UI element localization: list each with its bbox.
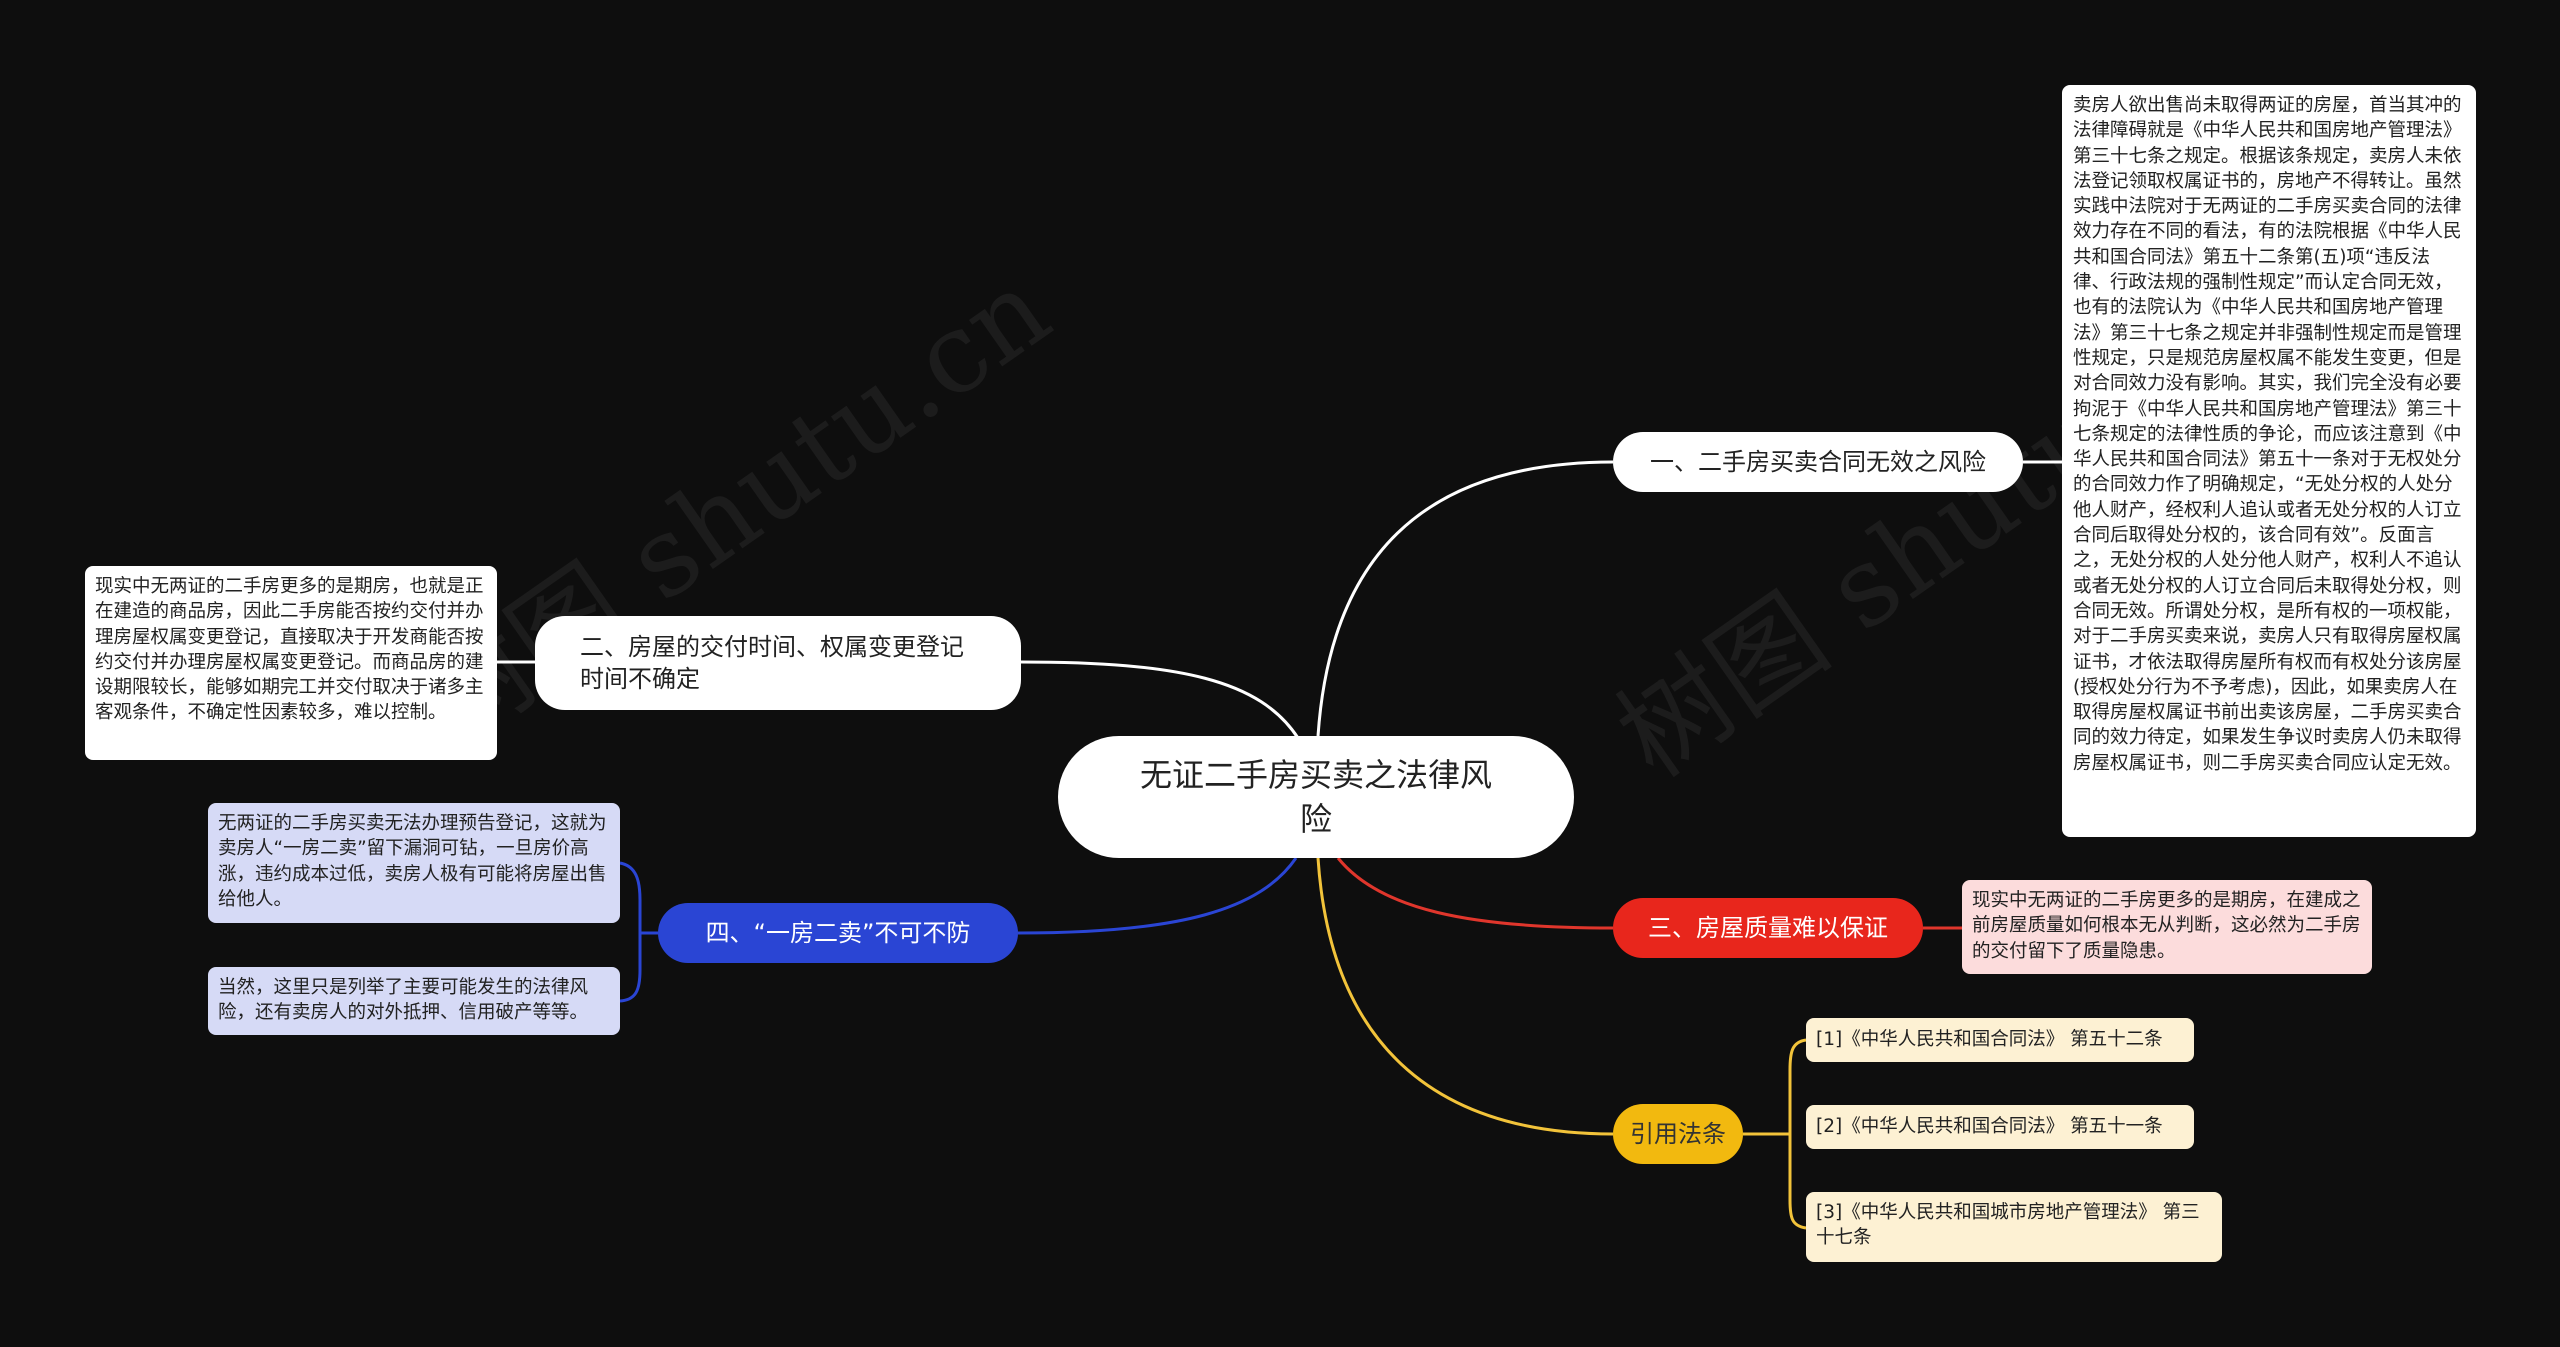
leaf-quality-detail[interactable]: 现实中无两证的二手房更多的是期房，在建成之前房屋质量如何根本无从判断，这必然为二… <box>1962 880 2372 974</box>
leaf-text: 无两证的二手房买卖无法办理预告登记，这就为卖房人“一房二卖”留下漏洞可钻，一旦房… <box>218 813 607 910</box>
branch-double-sale-risk[interactable]: 四、“一房二卖”不可不防 <box>658 903 1018 963</box>
root-topic[interactable]: 无证二手房买卖之法律风险 <box>1058 736 1574 858</box>
branch-label: 引用法条 <box>1630 1120 1726 1148</box>
leaf-text: 卖房人欲出售尚未取得两证的房屋，首当其冲的法律障碍就是《中华人民共和国房地产管理… <box>2073 95 2462 774</box>
leaf-double-sale-detail[interactable]: 无两证的二手房买卖无法办理预告登记，这就为卖房人“一房二卖”留下漏洞可钻，一旦房… <box>208 803 620 923</box>
leaf-law-citation-2[interactable]: [2]《中华人民共和国合同法》 第五十一条 <box>1806 1105 2194 1149</box>
leaf-delivery-time-detail[interactable]: 现实中无两证的二手房更多的是期房，也就是正在建造的商品房，因此二手房能否按约交付… <box>85 566 497 760</box>
branch-label: 三、房屋质量难以保证 <box>1648 914 1888 942</box>
branch-label: 一、二手房买卖合同无效之风险 <box>1650 448 1986 476</box>
leaf-text: 现实中无两证的二手房更多的是期房，也就是正在建造的商品房，因此二手房能否按约交付… <box>95 576 484 724</box>
leaf-contract-invalid-detail[interactable]: 卖房人欲出售尚未取得两证的房屋，首当其冲的法律障碍就是《中华人民共和国房地产管理… <box>2062 85 2476 837</box>
branch-label: 二、房屋的交付时间、权属变更登记时间不确定 <box>580 633 964 693</box>
leaf-law-citation-3[interactable]: [3]《中华人民共和国城市房地产管理法》 第三十七条 <box>1806 1192 2222 1262</box>
leaf-text: 现实中无两证的二手房更多的是期房，在建成之前房屋质量如何根本无从判断，这必然为二… <box>1972 890 2361 962</box>
root-topic-label: 无证二手房买卖之法律风险 <box>1139 756 1492 838</box>
branch-delivery-time-uncertain[interactable]: 二、房屋的交付时间、权属变更登记时间不确定 <box>535 616 1021 710</box>
branch-contract-invalid-risk[interactable]: 一、二手房买卖合同无效之风险 <box>1613 432 2023 492</box>
leaf-law-citation-1[interactable]: [1]《中华人民共和国合同法》 第五十二条 <box>1806 1018 2194 1062</box>
branch-cited-laws[interactable]: 引用法条 <box>1613 1104 1743 1164</box>
leaf-text: [3]《中华人民共和国城市房地产管理法》 第三十七条 <box>1816 1202 2200 1249</box>
leaf-text: [1]《中华人民共和国合同法》 第五十二条 <box>1816 1029 2163 1051</box>
leaf-other-risks-note[interactable]: 当然，这里只是列举了主要可能发生的法律风险，还有卖房人的对外抵押、信用破产等等。 <box>208 967 620 1035</box>
leaf-text: 当然，这里只是列举了主要可能发生的法律风险，还有卖房人的对外抵押、信用破产等等。 <box>218 977 589 1024</box>
branch-quality-risk[interactable]: 三、房屋质量难以保证 <box>1613 898 1923 958</box>
branch-label: 四、“一房二卖”不可不防 <box>705 919 971 947</box>
leaf-text: [2]《中华人民共和国合同法》 第五十一条 <box>1816 1116 2163 1138</box>
